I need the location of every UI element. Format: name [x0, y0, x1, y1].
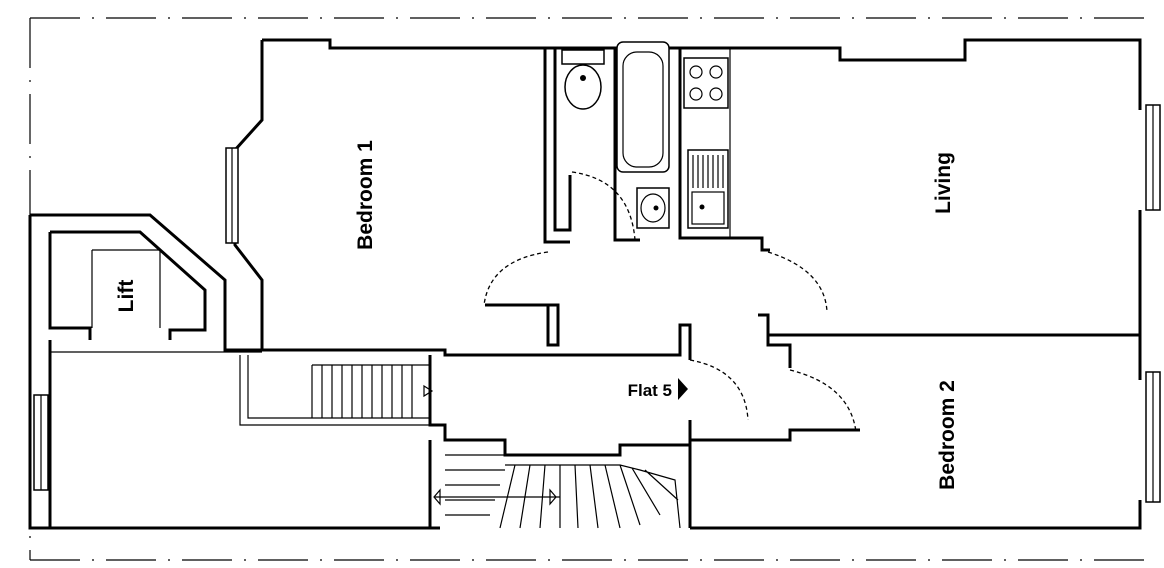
lift-shaft	[50, 249, 262, 353]
stair-arrow-icon	[423, 384, 434, 398]
bathtub	[616, 41, 670, 173]
bathroom-wall	[553, 48, 770, 252]
stair-arrow-icon	[549, 488, 557, 506]
hob	[683, 57, 729, 109]
outer-wall	[233, 38, 1142, 530]
corridor-wall	[262, 303, 1140, 528]
flat-label: Flat 5	[628, 381, 672, 400]
entry-arrow-icon	[678, 378, 688, 400]
staircase	[239, 355, 681, 529]
toilet	[561, 49, 605, 110]
room-label-lift: Lift	[115, 280, 138, 313]
room-label-living: Living	[932, 152, 955, 214]
door-swings	[483, 171, 857, 433]
lift-core-wall	[28, 213, 440, 530]
kitchen-sink	[687, 149, 729, 229]
wash-basin	[636, 187, 670, 229]
stair-arrow-icon	[433, 488, 441, 506]
windows	[33, 104, 1161, 503]
room-label-bedroom2: Bedroom 2	[936, 380, 959, 490]
room-label-bedroom1: Bedroom 1	[354, 140, 377, 250]
kitchen-counter	[680, 47, 731, 238]
